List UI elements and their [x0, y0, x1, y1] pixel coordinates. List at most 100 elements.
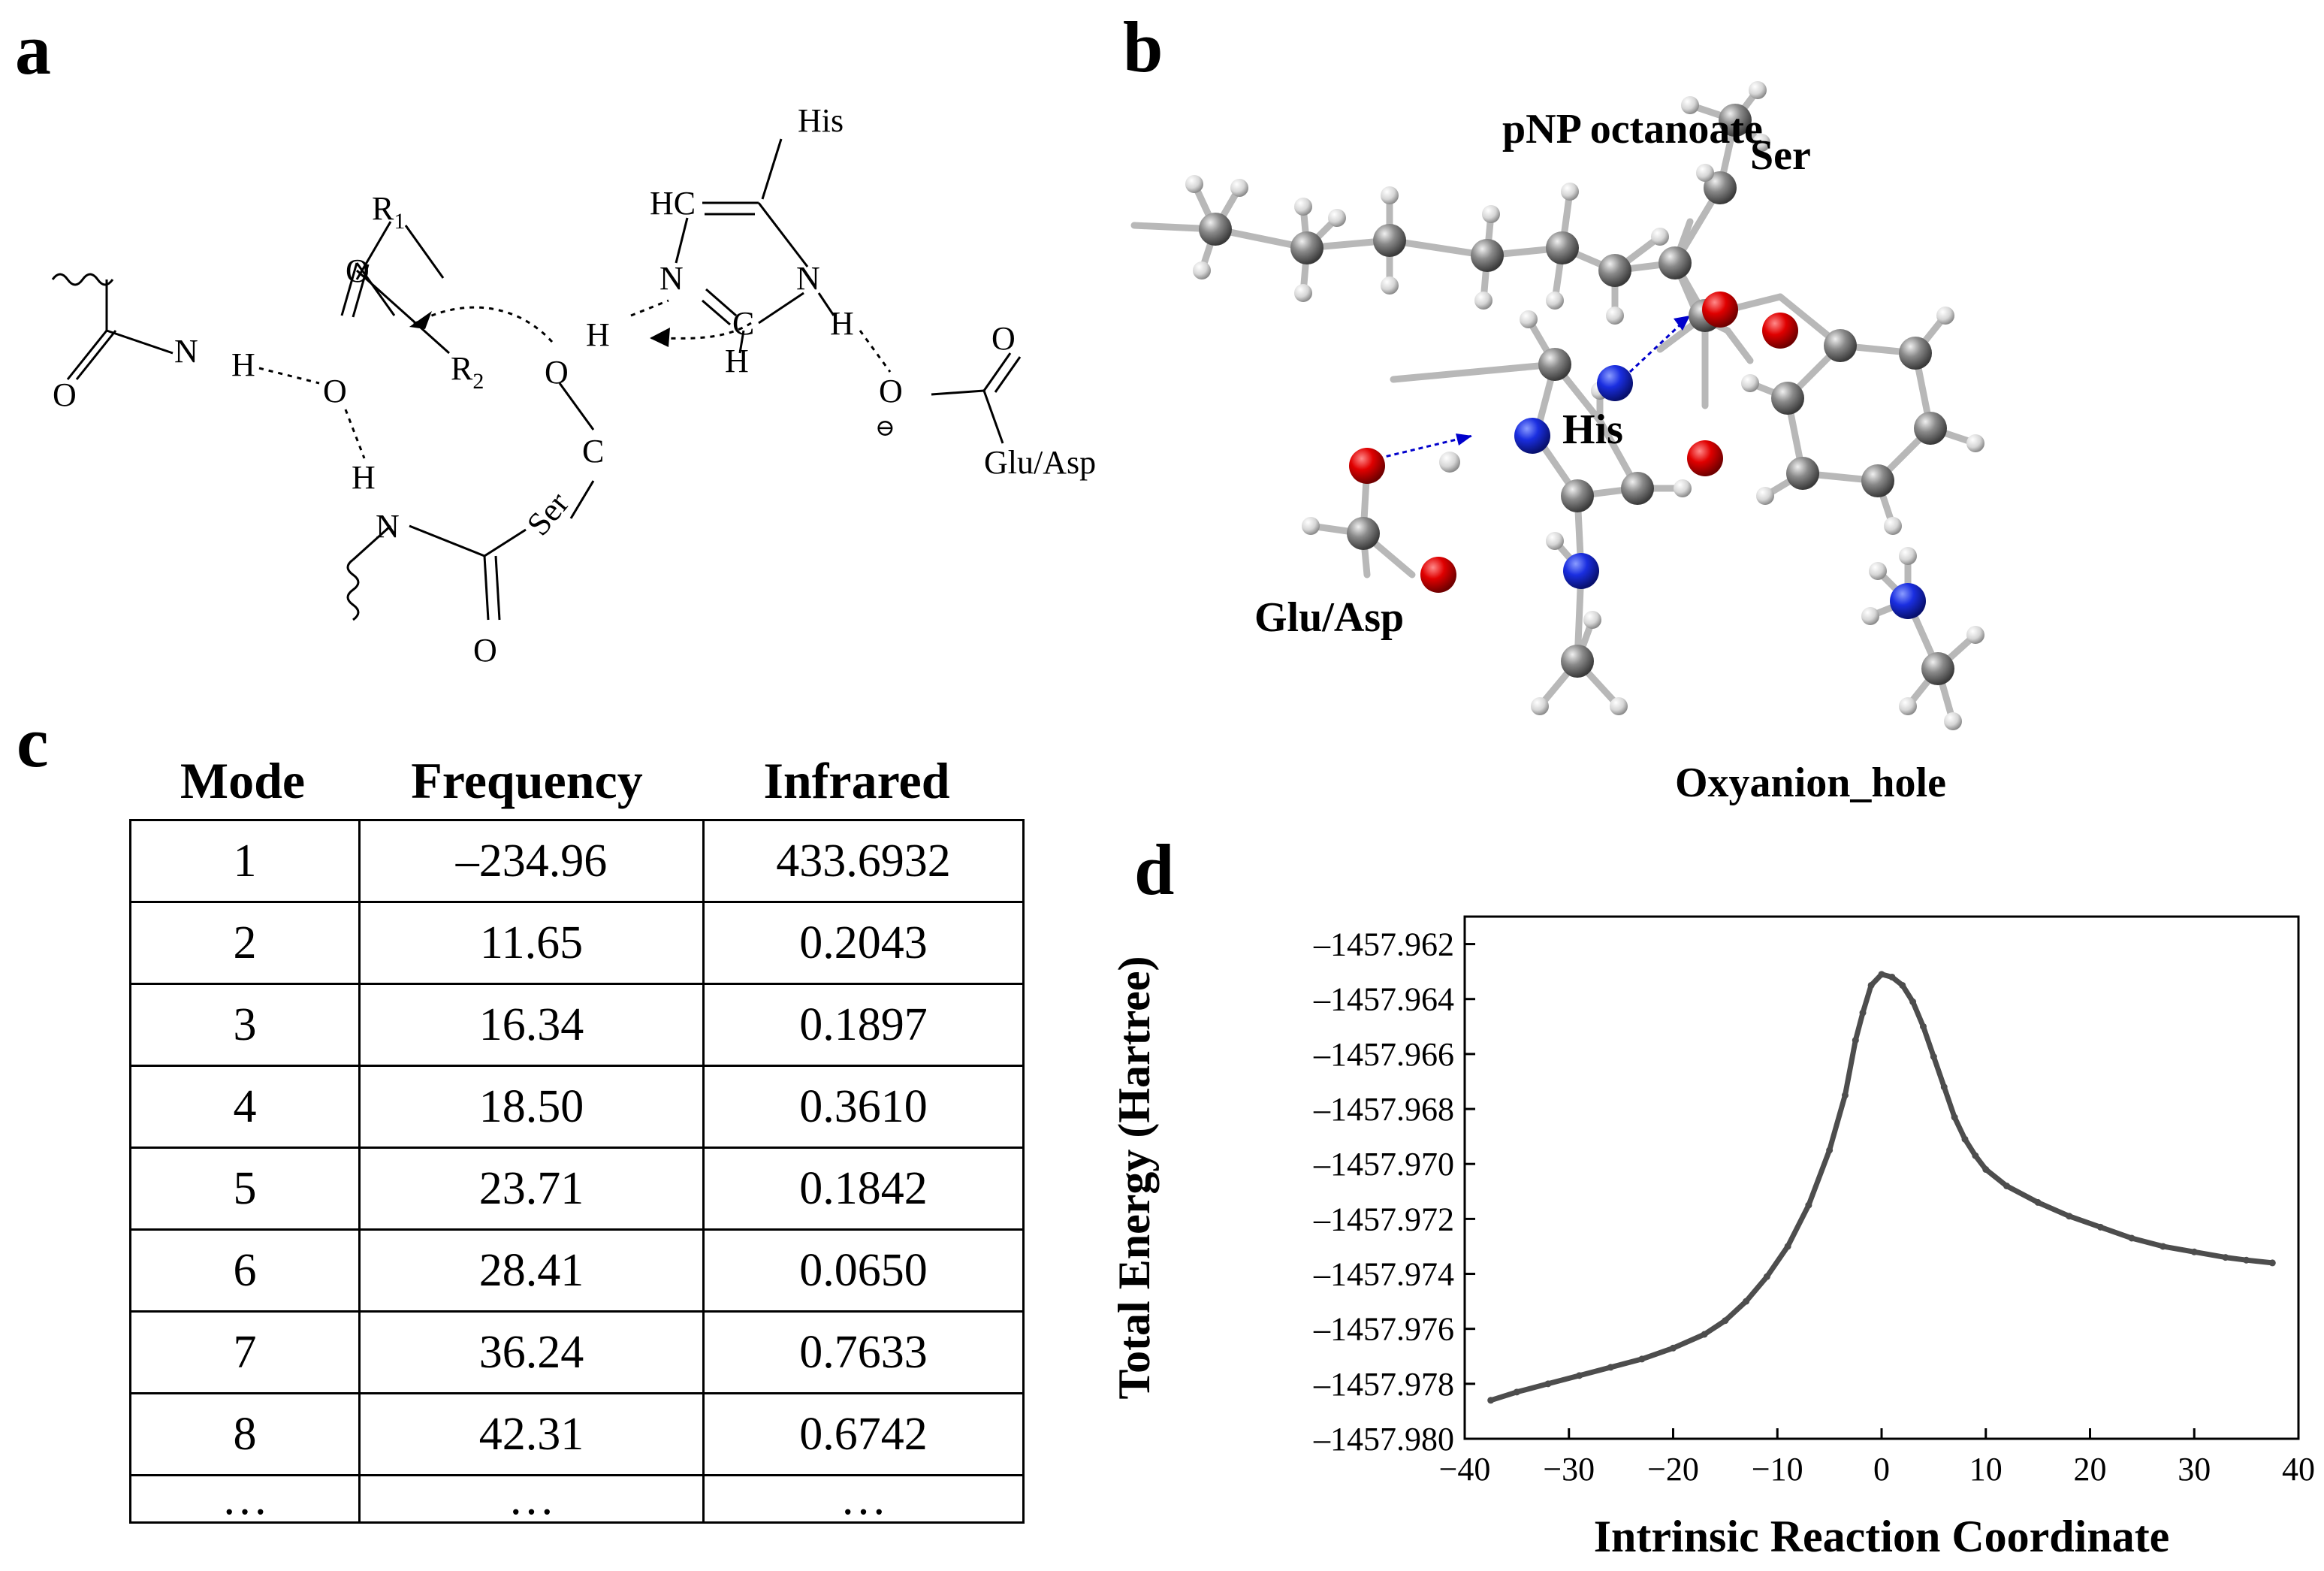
cell-frequency: …	[358, 1474, 705, 1524]
x-tick-label: −30	[1543, 1451, 1595, 1488]
label-ser: Ser	[520, 485, 576, 542]
cell-mode: 7	[129, 1310, 361, 1394]
cell-infrared: 0.6742	[702, 1392, 1025, 1476]
panel-a-mechanism: a	[0, 0, 1142, 721]
cell-infrared: …	[702, 1474, 1025, 1524]
cell-mode: 5	[129, 1147, 361, 1231]
data-point	[1852, 1037, 1859, 1044]
data-point	[1826, 1147, 1834, 1154]
table-header-infrared: Infrared	[763, 752, 950, 809]
cell-mode: 2	[129, 901, 361, 985]
data-point	[2066, 1213, 2073, 1220]
cell-infrared: 0.1842	[702, 1147, 1025, 1231]
label-r1: R1	[372, 190, 405, 234]
molecular-structure-render: b	[1123, 7, 1984, 806]
data-point	[2190, 1248, 2198, 1255]
data-point	[1909, 998, 1917, 1005]
cell-frequency: 18.50	[358, 1065, 705, 1149]
label-h-ring: H	[725, 343, 749, 379]
data-point	[1841, 1092, 1849, 1099]
label-n-backbone1: N	[174, 333, 198, 370]
hbond-arrowheads	[1456, 316, 1690, 446]
cell-frequency: 42.31	[358, 1392, 705, 1476]
label-r2: R2	[451, 350, 484, 394]
x-tick-label: −20	[1647, 1451, 1699, 1488]
data-point	[1878, 971, 1885, 978]
cell-mode: …	[129, 1474, 361, 1524]
x-tick-label: 30	[2178, 1451, 2211, 1488]
label-oxyanion-hole: Oxyanion_hole	[1675, 760, 1946, 806]
cell-frequency: 28.41	[358, 1228, 705, 1313]
data-point	[1888, 973, 1896, 980]
atoms	[1185, 81, 1984, 730]
data-point	[1930, 1053, 1937, 1061]
label-hc-ring: HC	[650, 185, 696, 222]
cell-frequency: 16.34	[358, 983, 705, 1067]
data-point	[1961, 1135, 1969, 1143]
data-point	[1722, 1317, 1729, 1325]
label-h-backbone2: H	[352, 459, 376, 496]
x-tick-label: 10	[1969, 1451, 2003, 1488]
data-point	[1982, 1166, 1990, 1174]
data-point	[1638, 1355, 1646, 1363]
panel-b-structure: b	[1119, 0, 2324, 819]
data-point	[1940, 1083, 1948, 1091]
data-point	[1784, 1243, 1791, 1250]
label-n-backbone2: N	[376, 508, 400, 545]
y-tick-label: –1457.970	[1313, 1146, 1454, 1183]
y-tick-label: –1457.968	[1313, 1091, 1454, 1128]
data-point	[1763, 1273, 1770, 1280]
cell-mode: 3	[129, 983, 361, 1067]
data-point	[1805, 1201, 1812, 1209]
data-point	[2096, 1223, 2104, 1231]
mechanism-scheme: a	[15, 9, 1096, 669]
y-tick-label: –1457.976	[1313, 1311, 1454, 1348]
panel-d-chart: d Total Energy (Hartree) Intrinsic React…	[1104, 811, 2324, 1567]
table-header-frequency: Frequency	[411, 752, 643, 809]
cell-frequency: 11.65	[358, 901, 705, 985]
cell-infrared: 433.6932	[702, 819, 1025, 903]
y-tick-label: –1457.966	[1313, 1036, 1454, 1073]
label-glu-asp: Glu/Asp	[1254, 594, 1404, 641]
label-ser: Ser	[1750, 132, 1811, 179]
data-point	[1972, 1152, 1979, 1159]
data-point	[1951, 1113, 1958, 1121]
data-point	[2003, 1182, 2010, 1189]
label-glu-asp: Glu/Asp	[984, 444, 1096, 481]
label-o-ser: O	[545, 354, 569, 391]
label-o-carbonyl: O	[323, 373, 347, 409]
cell-frequency: 23.71	[358, 1147, 705, 1231]
data-point	[1544, 1380, 1552, 1388]
cell-mode: 4	[129, 1065, 361, 1149]
x-tick-label: 20	[2074, 1451, 2107, 1488]
label-h-n2: H	[830, 305, 854, 342]
panel-letter-b: b	[1123, 7, 1163, 87]
cell-mode: 8	[129, 1392, 361, 1476]
cell-mode: 6	[129, 1228, 361, 1313]
data-point	[1513, 1388, 1520, 1396]
label-minus: ⊖	[875, 414, 895, 441]
irc-energy-chart: d Total Energy (Hartree) Intrinsic React…	[1109, 829, 2315, 1561]
data-point	[1743, 1298, 1750, 1305]
data-point	[1576, 1372, 1583, 1379]
y-axis-label: Total Energy (Hartree)	[1109, 956, 1159, 1400]
cell-infrared: 0.1897	[702, 983, 1025, 1067]
y-tick-label: –1457.972	[1313, 1201, 1454, 1237]
backbone-wave-1	[51, 273, 114, 286]
label-his: His	[1562, 406, 1623, 453]
y-tick-label: –1457.974	[1313, 1256, 1454, 1293]
x-tick-label: 0	[1873, 1451, 1890, 1488]
label-c-ser: C	[582, 433, 604, 470]
cell-infrared: 0.2043	[702, 901, 1025, 985]
plot-frame	[1463, 915, 2300, 1440]
label-n-ring2: N	[796, 260, 820, 297]
label-o-glu: O	[991, 320, 1016, 357]
cell-frequency: –234.96	[358, 819, 705, 903]
cell-infrared: 0.7633	[702, 1310, 1025, 1394]
label-h-ser: H	[586, 316, 610, 353]
cell-mode: 1	[129, 819, 361, 903]
